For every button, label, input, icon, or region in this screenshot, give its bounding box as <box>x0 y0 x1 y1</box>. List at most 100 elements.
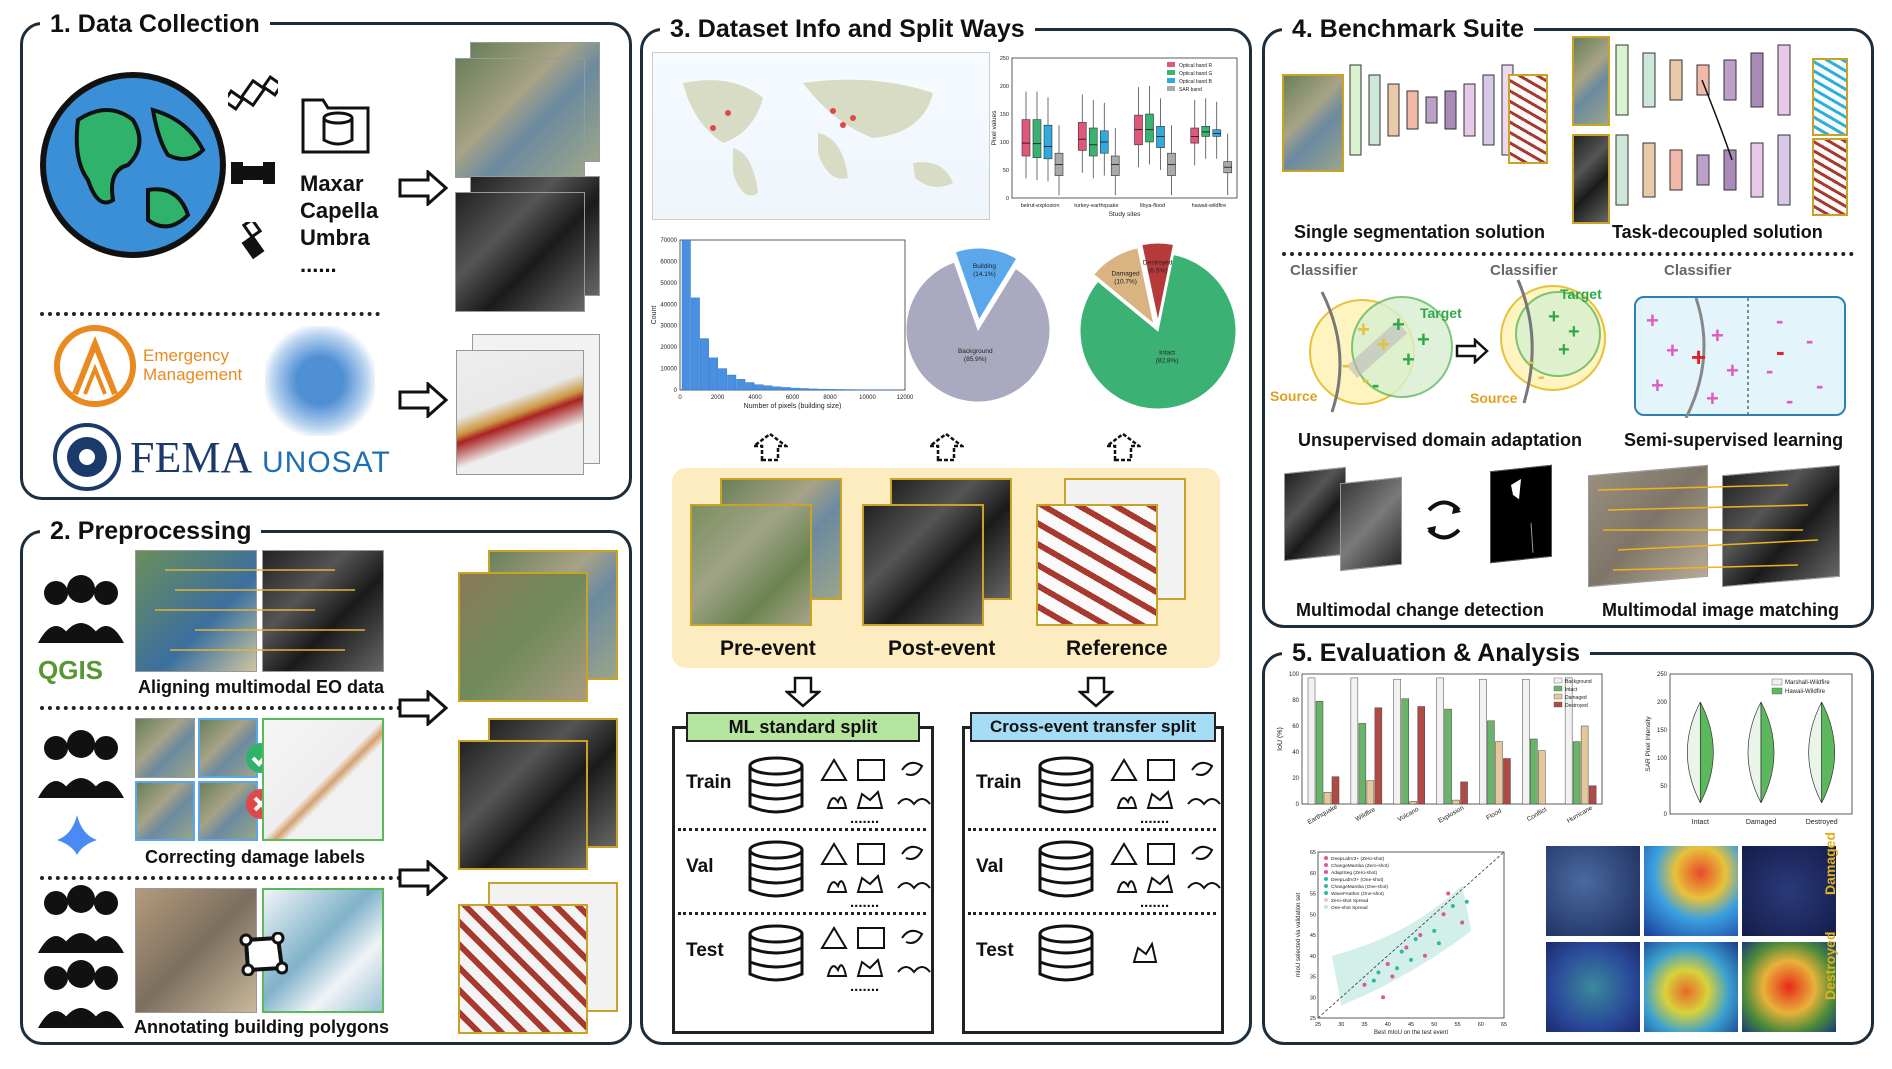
provider-maxar: Maxar <box>300 171 364 196</box>
scatter-point <box>1446 891 1451 896</box>
y-tick-label: 0 <box>1006 196 1009 202</box>
mcd-label: Multimodal change detection <box>1296 600 1545 620</box>
network-layer <box>1406 90 1419 130</box>
network-layer <box>1463 83 1476 137</box>
box-body <box>1088 127 1098 157</box>
legend-label: Zero-shot Spread <box>1331 898 1369 904</box>
plot-frame <box>1011 57 1238 199</box>
legend-marker <box>1324 884 1328 888</box>
mcd-image-1 <box>1284 466 1346 562</box>
pie-label: Building <box>973 263 997 270</box>
database-icon <box>1034 922 1098 991</box>
x-tick-label: 8000 <box>823 395 837 401</box>
pie-label: Destroyed <box>1143 259 1173 266</box>
y-tick-label: 100 <box>1289 672 1300 678</box>
iou-bar <box>1436 677 1444 805</box>
x-tick-label: 2000 <box>711 395 725 401</box>
network-layer <box>1723 149 1737 191</box>
arrow-right-icon <box>398 858 449 901</box>
box-body <box>1110 155 1120 176</box>
output-reference <box>458 904 588 1034</box>
iou-bar <box>1417 706 1425 805</box>
tie-point-lines <box>135 550 385 677</box>
legend-label: Intact <box>1565 687 1578 693</box>
iou-bar <box>1538 750 1546 805</box>
pie-label: Background <box>958 348 993 355</box>
y-tick-label: 40 <box>1292 750 1299 756</box>
ssl-classifier-label: Classifier <box>1664 262 1732 279</box>
svg-text:+: + <box>1357 317 1370 342</box>
fema-logo: FEMA <box>130 433 253 482</box>
disaster-icons <box>1108 754 1224 819</box>
qgis-logo: QGIS <box>38 655 104 685</box>
change-cycle-icon <box>1414 490 1474 555</box>
y-tick-label: 60 <box>1292 724 1299 730</box>
legend-label: Optical band R <box>1179 63 1212 69</box>
split-cross-row-label: Val <box>976 856 1004 877</box>
provider-umbra: Umbra <box>300 225 370 250</box>
y-tick-label: 30 <box>1310 995 1316 1001</box>
uda2-target-label: Target <box>1560 286 1602 302</box>
scatter-point <box>1395 966 1400 971</box>
scatter-point <box>1450 903 1455 908</box>
pre-event-image <box>690 504 812 626</box>
legend-label: Damaged <box>1565 695 1587 701</box>
histogram-bar <box>772 386 782 391</box>
label-check-image-1 <box>135 718 195 778</box>
plot-frame <box>1669 673 1853 815</box>
histogram-bar <box>690 297 700 391</box>
split-ellipsis: ....... <box>850 894 880 911</box>
divider <box>1282 252 1854 256</box>
arrow-right-icon <box>398 688 449 731</box>
single-seg-output <box>1508 74 1548 164</box>
pie-label: (14.1%) <box>973 271 996 278</box>
step-correct-label: Correcting damage labels <box>145 847 366 867</box>
unosat-logo <box>265 326 375 436</box>
arrow-right-icon <box>398 380 449 423</box>
iou-bar <box>1393 678 1401 805</box>
legend-label: Marshall-Wildfire <box>1785 680 1830 686</box>
x-tick-label: Volcano <box>1397 806 1421 824</box>
iou-bar <box>1487 720 1495 805</box>
svg-text:-: - <box>1776 308 1783 333</box>
svg-text:-: - <box>1806 328 1813 353</box>
legend-label: Hawaii-Wildfire <box>1785 689 1826 695</box>
y-axis-label: Count <box>651 306 658 325</box>
y-tick-label: 50 <box>1310 912 1316 918</box>
database-icon <box>744 754 808 823</box>
legend-swatch <box>1553 693 1563 700</box>
legend-label: DeepLabV3+ (One-shot) <box>1331 877 1384 883</box>
pie-label: (85.9%) <box>964 356 987 363</box>
legend-marker <box>1324 863 1328 867</box>
histogram-bar <box>827 389 837 391</box>
box-body <box>1145 113 1154 143</box>
em-line-1: Emergency <box>143 346 229 365</box>
x-tick-label: Damaged <box>1746 819 1776 826</box>
damage-map <box>456 350 584 475</box>
legend-label: AdaptSeg (Zero-shot) <box>1331 870 1378 876</box>
y-tick-label: 100 <box>1000 140 1009 146</box>
pie-slice <box>1079 253 1237 410</box>
legend-swatch <box>1167 70 1175 75</box>
cross-connection <box>1701 79 1733 161</box>
scatter-point <box>1418 933 1423 937</box>
iou-bar <box>1315 701 1324 805</box>
violin-half <box>1821 701 1835 803</box>
emergency-management-logo <box>50 324 140 409</box>
svg-text:-: - <box>1786 388 1793 413</box>
network-layer <box>1349 64 1362 156</box>
network-layer <box>1777 44 1791 116</box>
pie-label: (82.8%) <box>1156 358 1179 365</box>
reference-image <box>1036 504 1158 626</box>
legend-label: Destroyed <box>1565 703 1588 709</box>
post-event-label: Post-event <box>888 637 996 660</box>
legend-swatch <box>1553 701 1563 708</box>
box-body <box>1043 124 1053 160</box>
histogram-bar <box>727 374 737 391</box>
iou-bar <box>1350 677 1359 805</box>
network-layer <box>1750 142 1764 198</box>
arrow-up-icon <box>1103 432 1143 467</box>
